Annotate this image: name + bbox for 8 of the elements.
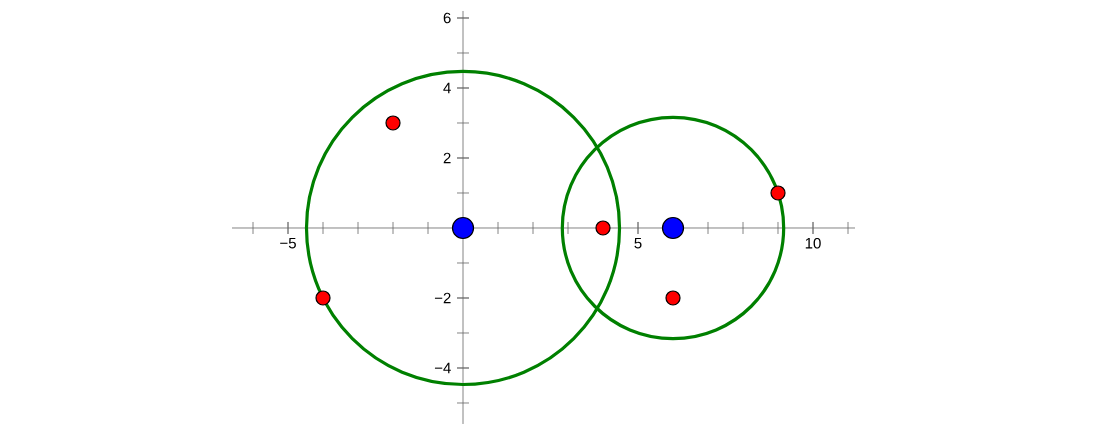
tick-label: −2	[434, 292, 451, 304]
tick-label: 4	[443, 82, 451, 94]
tick-label: 2	[443, 152, 451, 164]
tick-label: 6	[443, 12, 451, 24]
tick-label: 5	[634, 237, 642, 249]
tick-label: −4	[434, 362, 451, 374]
tick-label: −5	[280, 237, 296, 249]
tick-label: 10	[805, 237, 821, 249]
